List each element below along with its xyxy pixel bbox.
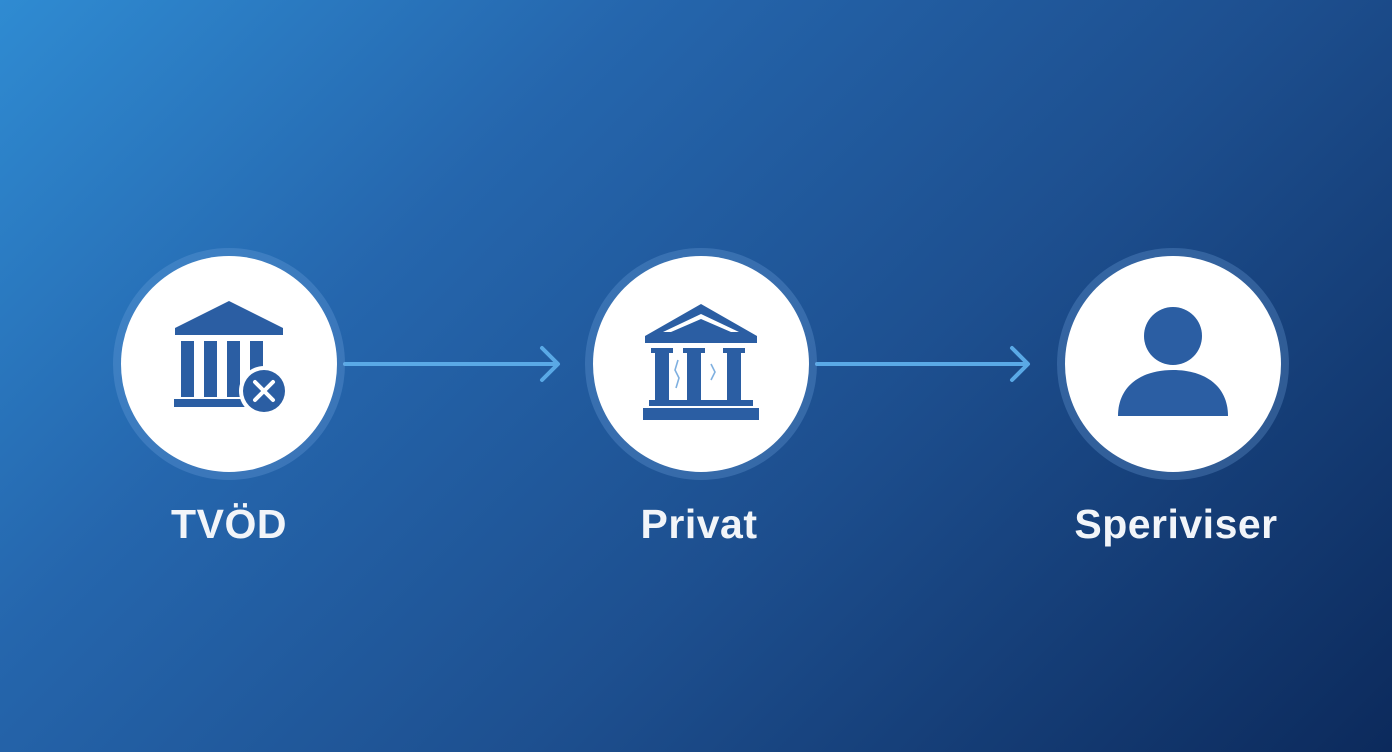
arrow-1 xyxy=(343,346,560,382)
node-speriviser xyxy=(1057,248,1289,480)
arrow-2 xyxy=(815,346,1030,382)
node-tvod-circle xyxy=(121,256,337,472)
node-label-tvod: TVÖD xyxy=(171,501,287,547)
bank-building-cracked-icon xyxy=(643,304,759,420)
user-person-icon xyxy=(1118,307,1228,416)
node-privat-circle xyxy=(593,256,809,472)
node-label-speriviser: Speriviser xyxy=(1074,501,1278,547)
node-privat xyxy=(585,248,817,480)
node-tvod xyxy=(113,248,345,480)
node-label-privat: Privat xyxy=(640,501,758,547)
bank-building-with-x-icon xyxy=(174,301,289,416)
node-speriviser-circle xyxy=(1065,256,1281,472)
